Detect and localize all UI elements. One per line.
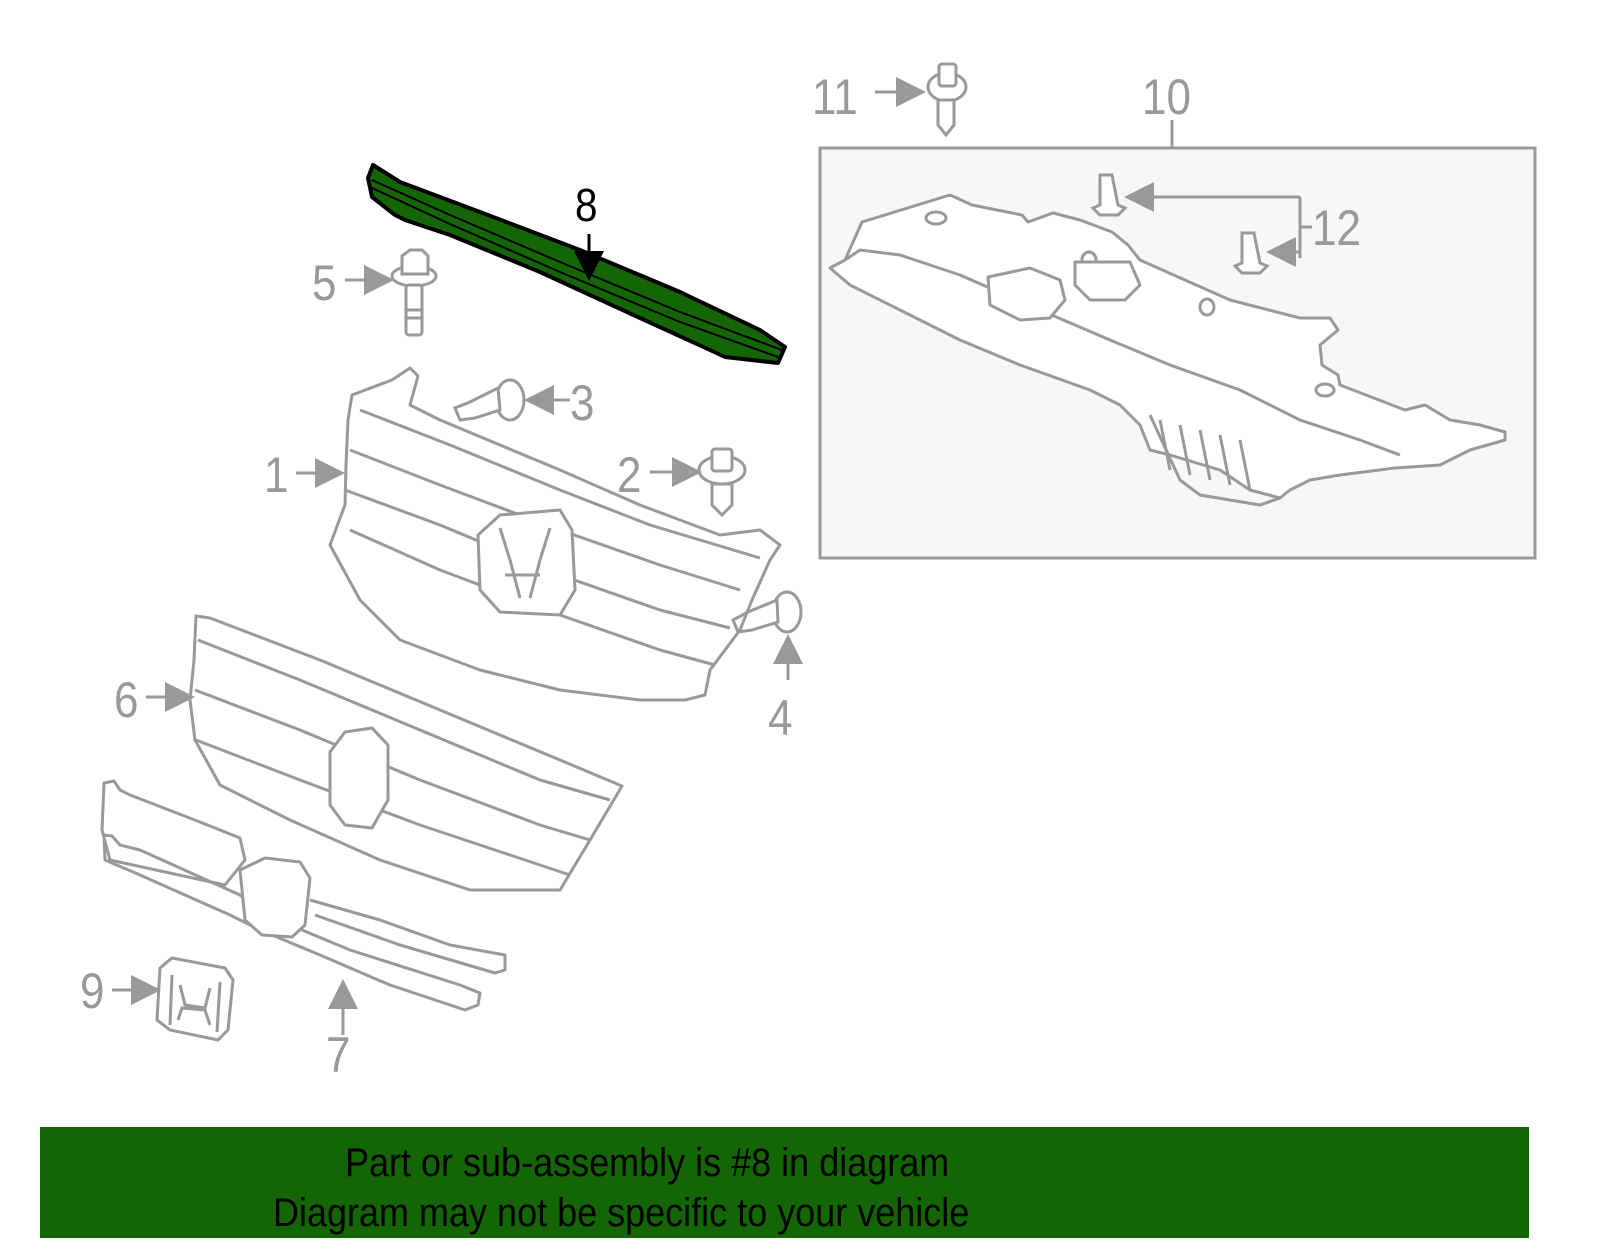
part-3-screw-icon [453, 378, 526, 422]
part-7-lower-molding-icon [100, 779, 507, 1012]
banner-disclaimer: Diagram may not be specific to your vehi… [273, 1191, 970, 1235]
callout-9: 9 [80, 963, 105, 1019]
callout-4: 4 [768, 690, 793, 746]
callout-11: 11 [812, 69, 858, 125]
part-9-emblem-icon [155, 956, 235, 1042]
part-10-upper-cover [828, 193, 1507, 507]
callout-1: 1 [264, 447, 289, 503]
info-banner: Part or sub-assembly is #8 in diagram Di… [40, 1127, 1529, 1238]
callout-5: 5 [312, 255, 337, 311]
part-1-grille-base-icon [328, 366, 782, 702]
part-2-push-clip-icon [697, 447, 747, 518]
callout-12: 12 [1312, 200, 1361, 256]
part-4-screw-icon [731, 590, 803, 634]
callout-6: 6 [114, 672, 139, 728]
callout-7: 7 [326, 1027, 351, 1083]
part-12-clip-icons [1090, 173, 1270, 275]
callout-2: 2 [617, 447, 642, 503]
part-6-front-grille-icon [188, 614, 624, 892]
banner-part-note: Part or sub-assembly is #8 in diagram [345, 1141, 950, 1185]
part-5-bolt-icon [390, 248, 438, 337]
callout-3: 3 [570, 375, 595, 431]
callout-10: 10 [1142, 69, 1191, 125]
callout-8: 8 [575, 179, 598, 231]
part-11-push-clip-icon [926, 62, 968, 138]
